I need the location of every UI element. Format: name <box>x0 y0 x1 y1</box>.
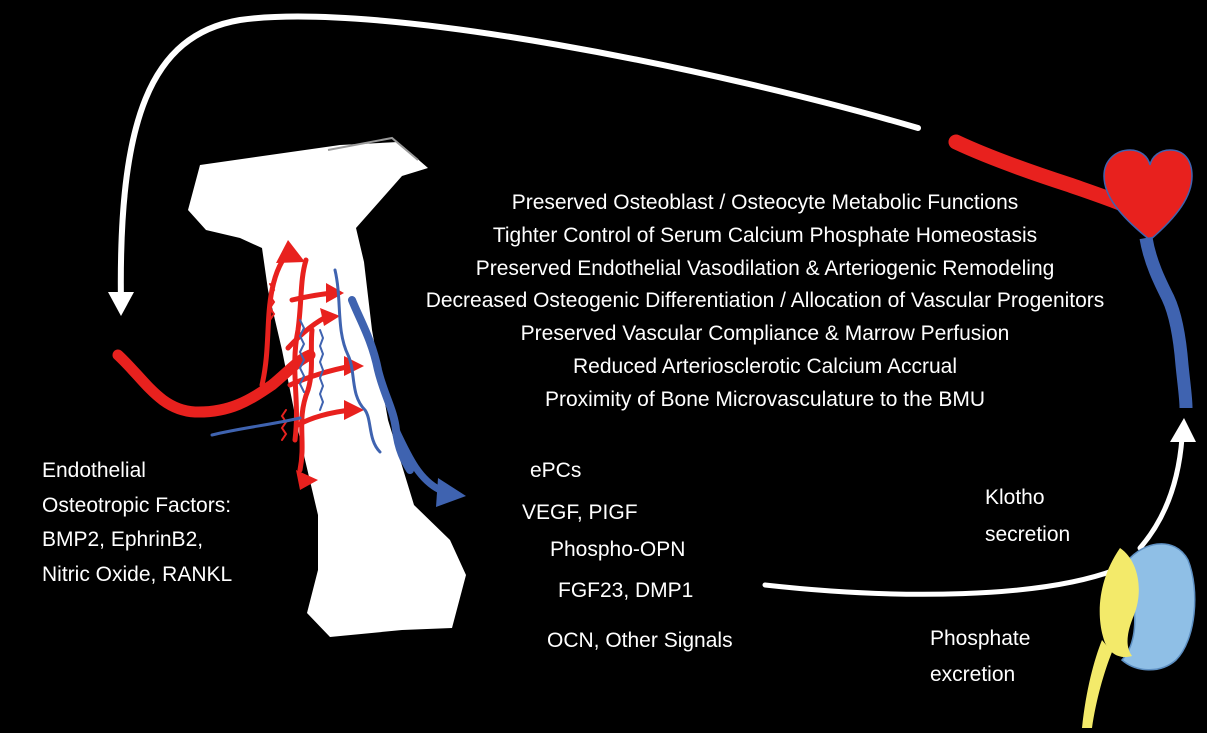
factors-line: Endothelial <box>42 454 232 489</box>
klotho-label-line2: secretion <box>985 522 1070 547</box>
benefit-item: Preserved Vascular Compliance & Marrow P… <box>360 318 1170 351</box>
artery-vessel <box>118 355 310 412</box>
benefit-item: Preserved Osteoblast / Osteocyte Metabol… <box>360 187 1170 220</box>
circulation-arrowhead <box>108 292 134 316</box>
benefit-item: Preserved Endothelial Vasodilation & Art… <box>360 253 1170 286</box>
ureter <box>1082 640 1112 728</box>
signal-epcs: ePCs <box>530 458 581 483</box>
klotho-arrowhead <box>1170 418 1196 442</box>
benefit-item: Tighter Control of Serum Calcium Phospha… <box>360 220 1170 253</box>
klotho-arrow <box>1140 438 1182 548</box>
klotho-label-line1: Klotho <box>985 485 1045 510</box>
fgf23-arrow <box>765 570 1115 594</box>
benefits-list: Preserved Osteoblast / Osteocyte Metabol… <box>360 187 1170 417</box>
benefit-item: Reduced Arteriosclerotic Calcium Accrual <box>360 351 1170 384</box>
phosphate-label-line1: Phosphate <box>930 626 1030 651</box>
signal-fgf23: FGF23, DMP1 <box>558 578 693 603</box>
benefit-item: Decreased Osteogenic Differentiation / A… <box>360 285 1170 318</box>
kidney-icon <box>1082 544 1195 728</box>
factors-line: Nitric Oxide, RANKL <box>42 558 232 593</box>
signal-opn: Phospho-OPN <box>550 537 685 562</box>
signal-ocn: OCN, Other Signals <box>547 628 733 653</box>
factors-line: Osteotropic Factors: <box>42 489 232 524</box>
factors-line: BMP2, EphrinB2, <box>42 523 232 558</box>
benefit-item: Proximity of Bone Microvasculature to th… <box>360 384 1170 417</box>
venous-outflow-arrowhead <box>436 478 466 507</box>
signal-vegf: VEGF, PIGF <box>522 500 638 525</box>
phosphate-label-line2: excretion <box>930 662 1015 687</box>
endothelial-factors-label: Endothelial Osteotropic Factors: BMP2, E… <box>42 454 232 592</box>
